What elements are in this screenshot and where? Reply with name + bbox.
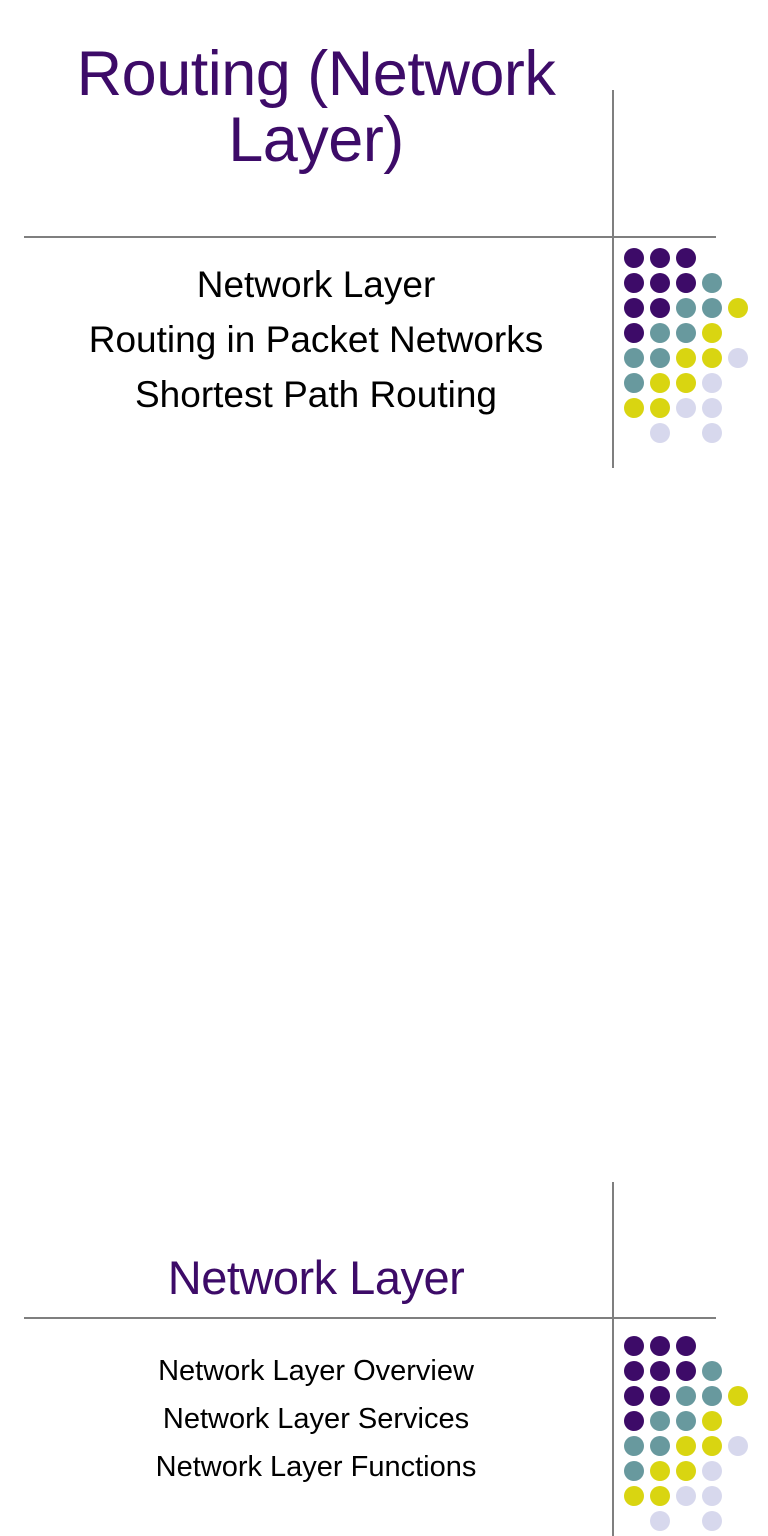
dot-yellow <box>676 1461 696 1481</box>
dot-yellow <box>702 348 722 368</box>
dot-teal <box>676 298 696 318</box>
dot-purple <box>676 1336 696 1356</box>
slide-2-dot-grid-decoration <box>624 1336 754 1536</box>
dot-teal <box>702 1386 722 1406</box>
dot-teal <box>624 348 644 368</box>
dot-lavender <box>676 1486 696 1506</box>
dot-purple <box>624 1336 644 1356</box>
slide-1-body-list: Network Layer Routing in Packet Networks… <box>24 258 608 422</box>
dot-teal <box>650 1436 670 1456</box>
dot-purple <box>676 248 696 268</box>
slide-1-vertical-rule <box>612 90 614 468</box>
dot-yellow <box>650 1461 670 1481</box>
slide-2-body-line: Network Layer Overview <box>158 1355 474 1387</box>
dot-teal <box>676 1386 696 1406</box>
dot-teal <box>624 1461 644 1481</box>
dot-grid-row <box>624 398 754 423</box>
dot-lavender <box>650 423 670 443</box>
dot-grid-row <box>624 323 754 348</box>
dot-yellow <box>728 298 748 318</box>
dot-yellow <box>702 323 722 343</box>
dot-purple <box>676 1361 696 1381</box>
slide-1: Routing (Network Layer) Network Layer Ro… <box>0 0 768 512</box>
dot-purple <box>650 1386 670 1406</box>
slide-1-horizontal-rule <box>24 236 716 238</box>
slide-2-body-line: Network Layer Functions <box>155 1450 477 1483</box>
dot-purple <box>624 298 644 318</box>
dot-lavender <box>702 373 722 393</box>
dot-purple <box>624 248 644 268</box>
dot-teal <box>702 298 722 318</box>
dot-grid-row <box>624 1336 754 1361</box>
dot-purple <box>624 1361 644 1381</box>
dot-grid-row <box>624 1461 754 1486</box>
dot-yellow <box>650 1486 670 1506</box>
dot-teal <box>624 373 644 393</box>
dot-purple <box>624 1411 644 1431</box>
dot-yellow <box>728 1386 748 1406</box>
dot-lavender <box>676 398 696 418</box>
dot-grid-row <box>624 1436 754 1461</box>
dot-grid-row <box>624 423 754 448</box>
slide-1-dot-grid-decoration <box>624 248 754 448</box>
dot-purple <box>624 1386 644 1406</box>
dot-yellow <box>676 348 696 368</box>
dot-grid-row <box>624 1411 754 1436</box>
dot-teal <box>702 1361 722 1381</box>
dot-lavender <box>728 348 748 368</box>
dot-purple <box>650 1336 670 1356</box>
dot-lavender <box>702 1511 722 1531</box>
dot-teal <box>702 273 722 293</box>
dot-yellow <box>702 1436 722 1456</box>
slide-2-body-line: Network Layer Services <box>162 1402 470 1435</box>
dot-yellow <box>702 1411 722 1431</box>
dot-purple <box>650 1361 670 1381</box>
slide-2-body-list: Network Layer Overview Network Layer Ser… <box>24 1348 608 1492</box>
dot-lavender <box>702 423 722 443</box>
dot-grid-row <box>624 1511 754 1536</box>
dot-grid-row <box>624 298 754 323</box>
dot-yellow <box>650 398 670 418</box>
dot-grid-row <box>624 373 754 398</box>
dot-yellow <box>624 398 644 418</box>
dot-lavender <box>650 1511 670 1531</box>
dot-lavender <box>702 1461 722 1481</box>
slide-1-title: Routing (Network Layer) <box>76 39 556 175</box>
dot-grid-row <box>624 273 754 298</box>
dot-grid-row <box>624 348 754 373</box>
dot-purple <box>650 248 670 268</box>
dot-purple <box>676 273 696 293</box>
dot-purple <box>650 298 670 318</box>
dot-grid-row <box>624 1486 754 1511</box>
dot-purple <box>650 273 670 293</box>
dot-teal <box>676 323 696 343</box>
slide-2: Network Layer Network Layer Overview Net… <box>0 512 768 1536</box>
dot-yellow <box>676 373 696 393</box>
dot-grid-row <box>624 1386 754 1411</box>
dot-lavender <box>702 398 722 418</box>
dot-lavender <box>728 1436 748 1456</box>
slide-1-body-line: Shortest Path Routing <box>135 373 497 415</box>
dot-purple <box>624 273 644 293</box>
dot-grid-row <box>624 1361 754 1386</box>
dot-teal <box>650 348 670 368</box>
dot-lavender <box>702 1486 722 1506</box>
dot-purple <box>624 323 644 343</box>
dot-yellow <box>676 1436 696 1456</box>
slide-2-vertical-rule <box>612 1182 614 1536</box>
dot-yellow <box>650 373 670 393</box>
slide-1-body-line: Routing in Packet Networks <box>88 318 544 360</box>
slide-2-title: Network Layer <box>167 1251 465 1304</box>
dot-teal <box>650 1411 670 1431</box>
dot-teal <box>650 323 670 343</box>
dot-teal <box>624 1436 644 1456</box>
dot-teal <box>676 1411 696 1431</box>
dot-grid-row <box>624 248 754 273</box>
slide-1-body-line: Network Layer <box>196 264 436 305</box>
dot-yellow <box>624 1486 644 1506</box>
